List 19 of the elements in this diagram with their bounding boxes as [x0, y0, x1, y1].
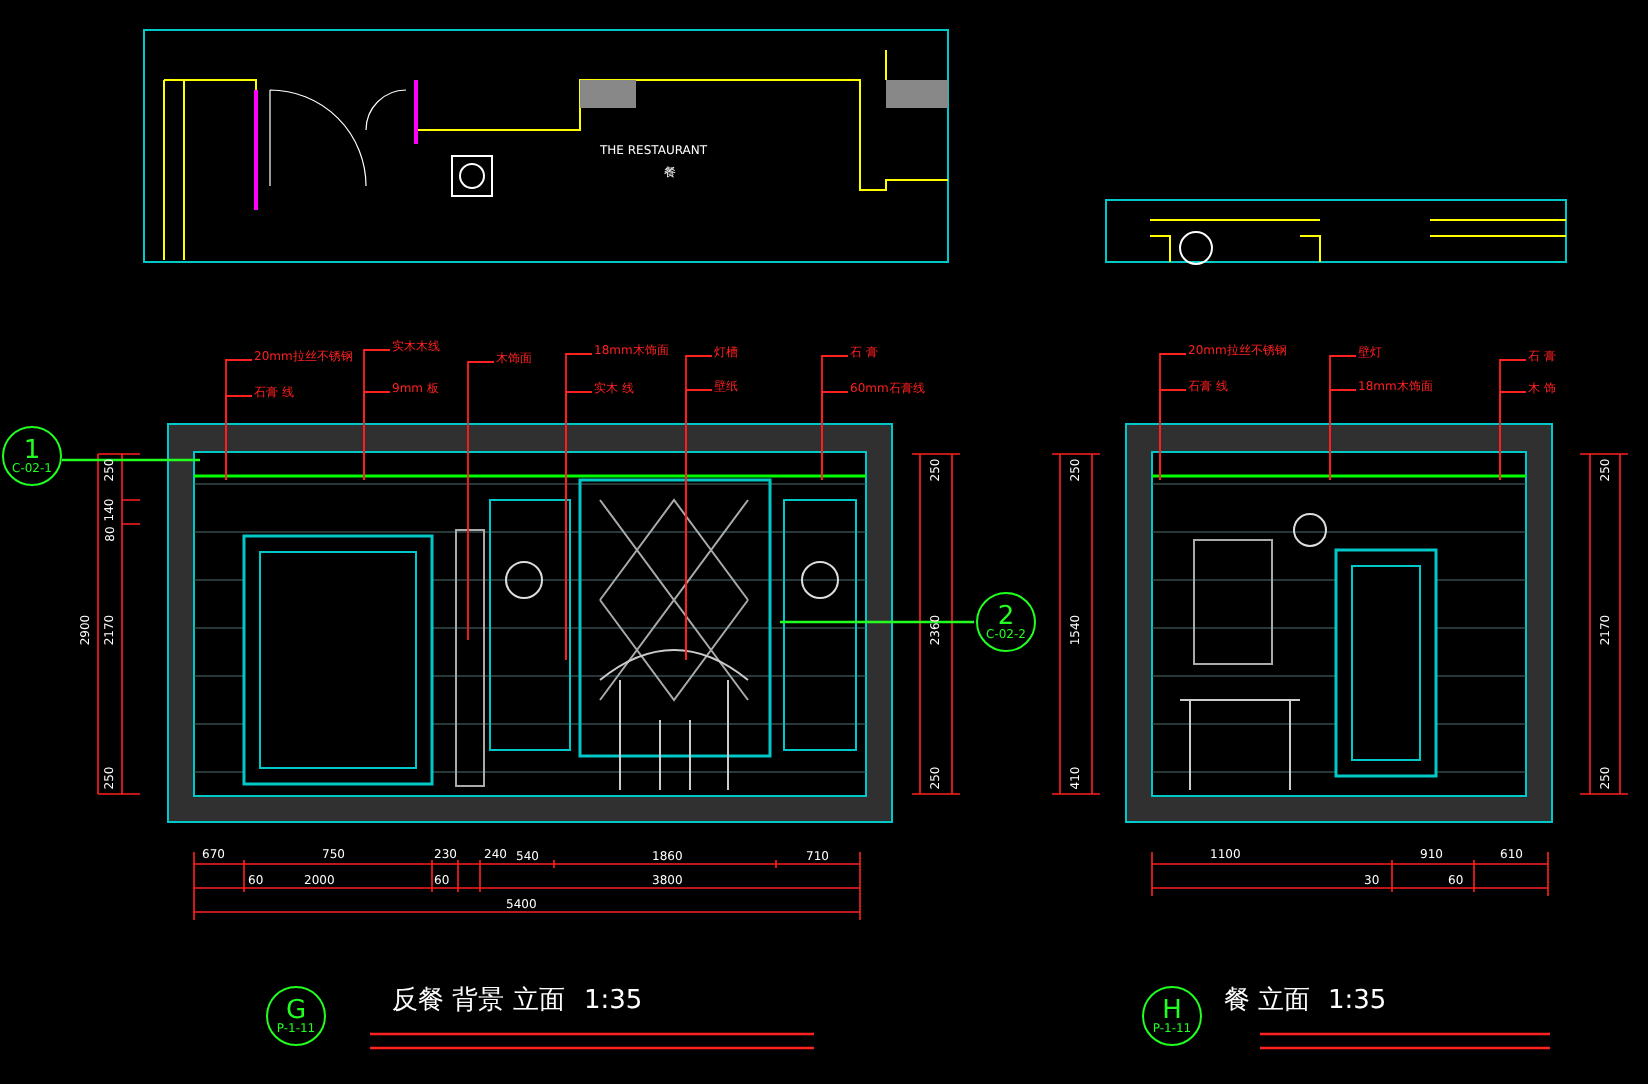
leader-line: [225, 395, 253, 481]
leader-line: [1329, 389, 1357, 481]
leader-line: [363, 391, 391, 481]
section-symbol: [2, 426, 62, 486]
section-symbol: [976, 592, 1036, 652]
section-number: G: [285, 997, 307, 1023]
section-number: H: [1162, 997, 1182, 1023]
leader-line: [1499, 391, 1527, 481]
leader-line: [821, 391, 849, 481]
section-symbol: [1142, 986, 1202, 1046]
drawing-scale: 1:35: [584, 988, 643, 1014]
leader-line: [467, 361, 495, 641]
section-number: 2: [997, 603, 1015, 629]
drawing-title: 反餐 背景 立面: [392, 988, 565, 1014]
section-number: 1: [23, 437, 41, 463]
drawing-scale: 1:35: [1328, 988, 1387, 1014]
drawing-title: 餐 立面: [1224, 988, 1311, 1014]
leader-line: [1159, 389, 1187, 481]
section-symbol: [266, 986, 326, 1046]
